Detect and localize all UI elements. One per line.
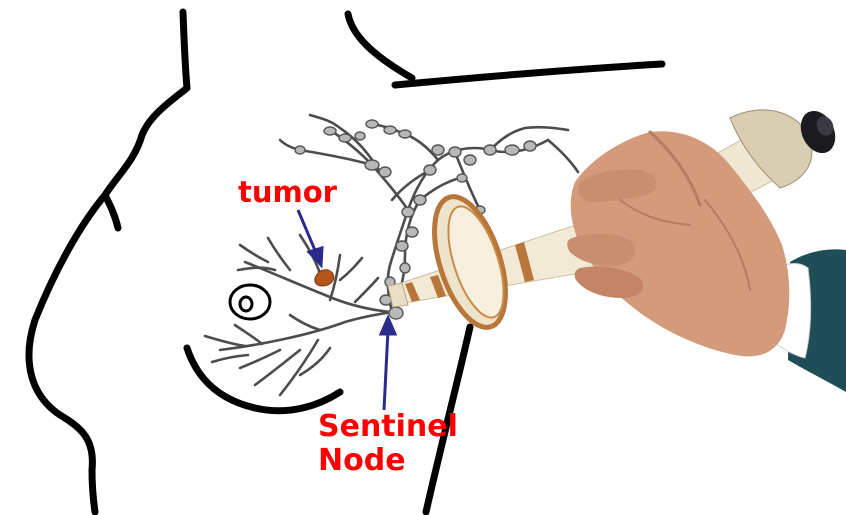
lymph-node: [414, 195, 426, 205]
lymph-node: [379, 167, 391, 177]
sentinel-node-arrow: [381, 318, 395, 410]
vessel-branch: [355, 278, 378, 302]
shoulder-line: [395, 64, 662, 85]
vessel-branch: [340, 258, 362, 280]
sentinel-lymph-node: [389, 307, 403, 319]
lymph-node: [400, 263, 410, 273]
lymph-node: [365, 160, 379, 170]
sentinel-label-line2: Node: [318, 444, 458, 478]
lymph-node: [524, 141, 536, 151]
lymph-node: [399, 130, 411, 138]
lymph-node: [432, 145, 444, 155]
neck-right-line: [348, 14, 412, 78]
torso-left-contour: [29, 88, 187, 512]
lymph-node: [355, 132, 365, 140]
lymph-node: [449, 147, 461, 157]
vessel-branch: [240, 350, 280, 368]
lymph-node: [339, 134, 351, 142]
lymph-node: [464, 155, 476, 165]
nipple-icon: [230, 285, 270, 319]
lymph-node: [324, 127, 336, 135]
tumor-mass-icon: [315, 270, 334, 286]
sentinel-label-line1: Sentinel: [318, 410, 458, 444]
vessel-branch: [238, 268, 275, 270]
lymph-node: [396, 241, 408, 251]
lymph-node: [505, 145, 519, 155]
vessel-branch: [240, 245, 268, 262]
lymph-node: [457, 174, 467, 182]
neck-left-line: [183, 12, 187, 88]
lymph-node: [406, 227, 418, 237]
vessel-branch: [235, 325, 262, 344]
vessel-branch: [290, 315, 320, 330]
lymph-node: [424, 165, 436, 175]
vessel-axillary-chain: [548, 140, 578, 172]
lymph-node: [402, 207, 414, 217]
lymph-node: [295, 146, 305, 154]
breast-fold-upper: [105, 195, 118, 228]
lymph-node: [366, 120, 378, 128]
vessel-branch: [268, 238, 290, 270]
lymph-node: [484, 145, 496, 155]
vessel-branch: [212, 355, 248, 362]
tumor-label: tumor: [238, 178, 337, 207]
sentinel-node-label: Sentinel Node: [318, 410, 458, 478]
lymph-node: [384, 126, 396, 134]
vessel-branch: [205, 336, 245, 346]
